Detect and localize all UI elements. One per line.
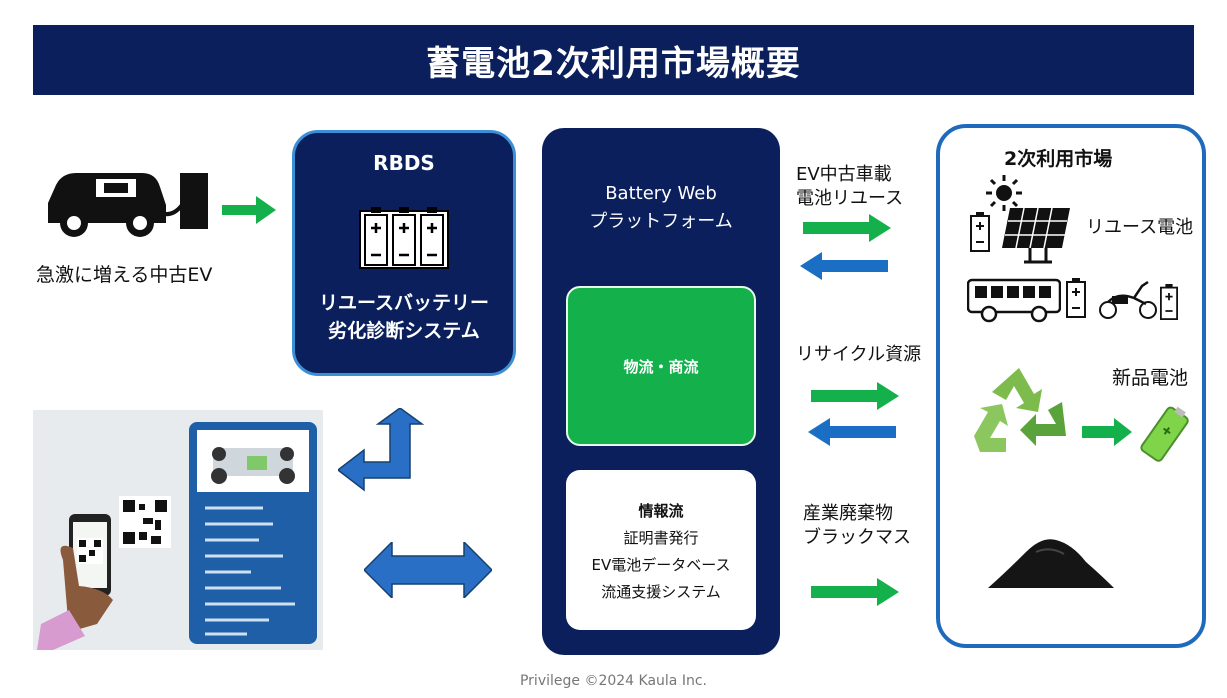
recycle-flow-label: リサイクル資源 <box>796 344 922 365</box>
ev-car-icon <box>48 173 208 237</box>
arrow-right-icon <box>803 214 891 242</box>
reuse-flow-label: EV中古車載 電池リユース <box>796 163 903 211</box>
market-title: 2次利用市場 <box>1004 148 1113 170</box>
app-illustration <box>33 410 323 650</box>
waste-flow-line1: 産業廃棄物 <box>803 503 893 524</box>
platform-title-2: プラットフォーム <box>589 211 733 232</box>
battery-icon <box>1066 278 1086 318</box>
smartphone-qr-illustration <box>37 422 317 650</box>
information-flow-box: 情報流 証明書発行 EV電池データベース 流通支援システム <box>566 470 756 630</box>
info-heading: 情報流 <box>638 502 684 520</box>
logistics-box: 物流・商流 <box>566 286 756 446</box>
battery-icon <box>970 212 990 252</box>
sun-icon <box>986 175 1022 211</box>
platform-title-1: Battery Web <box>605 183 717 204</box>
battery-pack-icon <box>359 207 449 269</box>
arrow-right-icon <box>811 382 899 410</box>
arrow-right-icon <box>811 578 899 606</box>
waste-flow-line2: ブラックマス <box>803 527 911 548</box>
new-battery-icon <box>1140 406 1189 462</box>
arrow-right-icon <box>1082 418 1132 446</box>
new-battery-label: 新品電池 <box>1112 367 1189 389</box>
bus-icon <box>967 278 1061 323</box>
copyright-footer: Privilege ©2024 Kaula Inc. <box>519 673 707 689</box>
black-mass-icon <box>988 539 1114 588</box>
page-title: 蓄電池2次利用市場概要 <box>33 25 1194 95</box>
info-item: 証明書発行 <box>623 529 699 547</box>
info-item: 流通支援システム <box>601 583 721 601</box>
rbds-title: RBDS <box>373 151 435 175</box>
elbow-arrow-icon <box>338 408 425 492</box>
rbds-subtitle-2: 劣化診断システム <box>328 320 480 342</box>
waste-flow-label: 産業廃棄物 ブラックマス <box>803 502 911 550</box>
rbds-subtitle-1: リユースバッテリー <box>318 292 490 314</box>
double-arrow-icon <box>364 542 492 598</box>
ev-label: 急激に増える中古EV <box>36 264 213 286</box>
info-item: EV電池データベース <box>591 556 731 574</box>
arrow-right-icon <box>222 196 276 224</box>
arrow-left-icon <box>800 252 888 280</box>
reuse-battery-label: リユース電池 <box>1086 217 1194 238</box>
rbds-box: RBDS リユースバッテリー 劣化診断システム <box>292 130 516 376</box>
solar-panel-icon <box>1002 208 1070 264</box>
battery-icon <box>1160 284 1178 320</box>
scooter-icon <box>1099 280 1157 319</box>
reuse-flow-line2: 電池リユース <box>796 188 904 209</box>
arrow-left-icon <box>808 418 896 446</box>
recycle-icon <box>974 368 1066 452</box>
reuse-flow-line1: EV中古車載 <box>796 164 892 185</box>
